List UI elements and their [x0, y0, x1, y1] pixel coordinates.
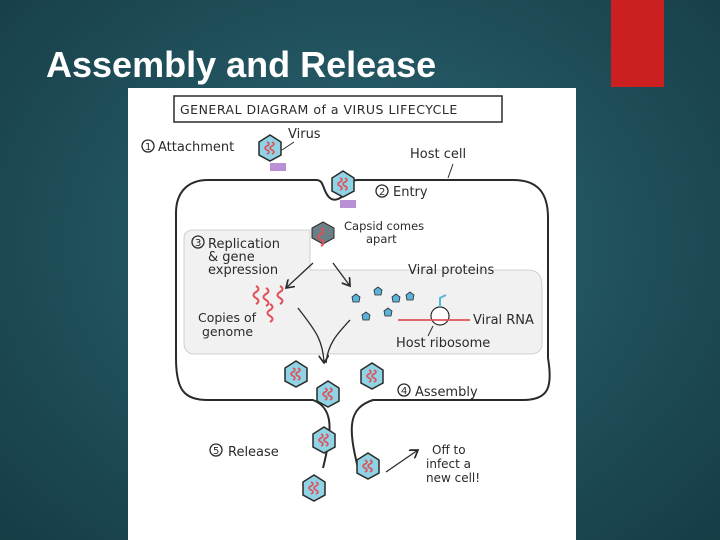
- assembled-virus-icon: [284, 360, 308, 388]
- virus-attaching-icon: [258, 134, 282, 162]
- receptor-2: [340, 200, 356, 208]
- step-4-label: Assembly: [415, 385, 478, 400]
- step-2-number: 2: [379, 187, 385, 198]
- step-3-circle: [191, 235, 205, 249]
- host-cell-membrane: [175, 179, 551, 469]
- diagram-header-box: [173, 95, 503, 123]
- released-virus-icon: [356, 452, 380, 480]
- nascent-protein: [439, 294, 447, 307]
- step-3-label-1: Replication: [208, 237, 280, 252]
- step-1-circle: [141, 139, 155, 153]
- step-2-label: Entry: [393, 185, 428, 200]
- step-1-label: Attachment: [158, 140, 234, 155]
- ribosome-pointer: [427, 325, 434, 337]
- capsid-label-2: apart: [366, 232, 397, 246]
- step-5-circle: [209, 443, 223, 457]
- step-3-label-2: & gene: [208, 250, 255, 265]
- host-cell-pointer: [447, 163, 454, 179]
- assembled-virus-icon: [316, 380, 340, 408]
- host-cell-label: Host cell: [410, 147, 466, 162]
- step-2-circle: [375, 184, 389, 198]
- host-ribosome-label: Host ribosome: [396, 336, 490, 351]
- arrow-to-proteins: [332, 262, 350, 286]
- released-virus-icon: [312, 426, 336, 454]
- step-3-number: 3: [195, 238, 201, 249]
- red-accent-box: [611, 0, 664, 87]
- step-3-label-3: expression: [208, 263, 278, 278]
- step-5-label: Release: [228, 445, 279, 460]
- step-5-number: 5: [213, 446, 219, 457]
- off-label-3: new cell!: [426, 471, 480, 485]
- step-4-number: 4: [401, 386, 407, 397]
- off-label-2: infect a: [426, 457, 471, 471]
- virus-entering-icon: [331, 170, 355, 198]
- viral-rna-label: Viral RNA: [473, 313, 534, 328]
- nucleus-region: [183, 229, 543, 355]
- host-ribosome-icon: [430, 306, 450, 326]
- released-virus-icon: [302, 474, 326, 502]
- copies-label-2: genome: [202, 324, 253, 339]
- arrow-to-assembly-2: [325, 319, 351, 364]
- arrow-to-assembly: [297, 307, 324, 363]
- assembled-virus-icon: [360, 362, 384, 390]
- receptor-1: [270, 163, 286, 171]
- virus-pointer: [281, 141, 295, 151]
- slide-title: Assembly and Release: [46, 44, 437, 85]
- arrow-off-to-infect: [385, 450, 418, 473]
- capsid-label-1: Capsid comes: [344, 219, 424, 233]
- arrow-to-genome: [286, 262, 314, 288]
- virus-label: Virus: [288, 127, 321, 142]
- viral-proteins-label: Viral proteins: [408, 263, 494, 278]
- off-label-1: Off to: [432, 443, 466, 457]
- step-1-number: 1: [145, 142, 151, 153]
- step-4-circle: [397, 383, 411, 397]
- diagram-header: GENERAL DIAGRAM of a VIRUS LIFECYCLE: [180, 102, 458, 117]
- copies-label-1: Copies of: [198, 310, 257, 325]
- virus-lifecycle-diagram: GENERAL DIAGRAM of a VIRUS LIFECYCLE 1 A…: [128, 88, 576, 540]
